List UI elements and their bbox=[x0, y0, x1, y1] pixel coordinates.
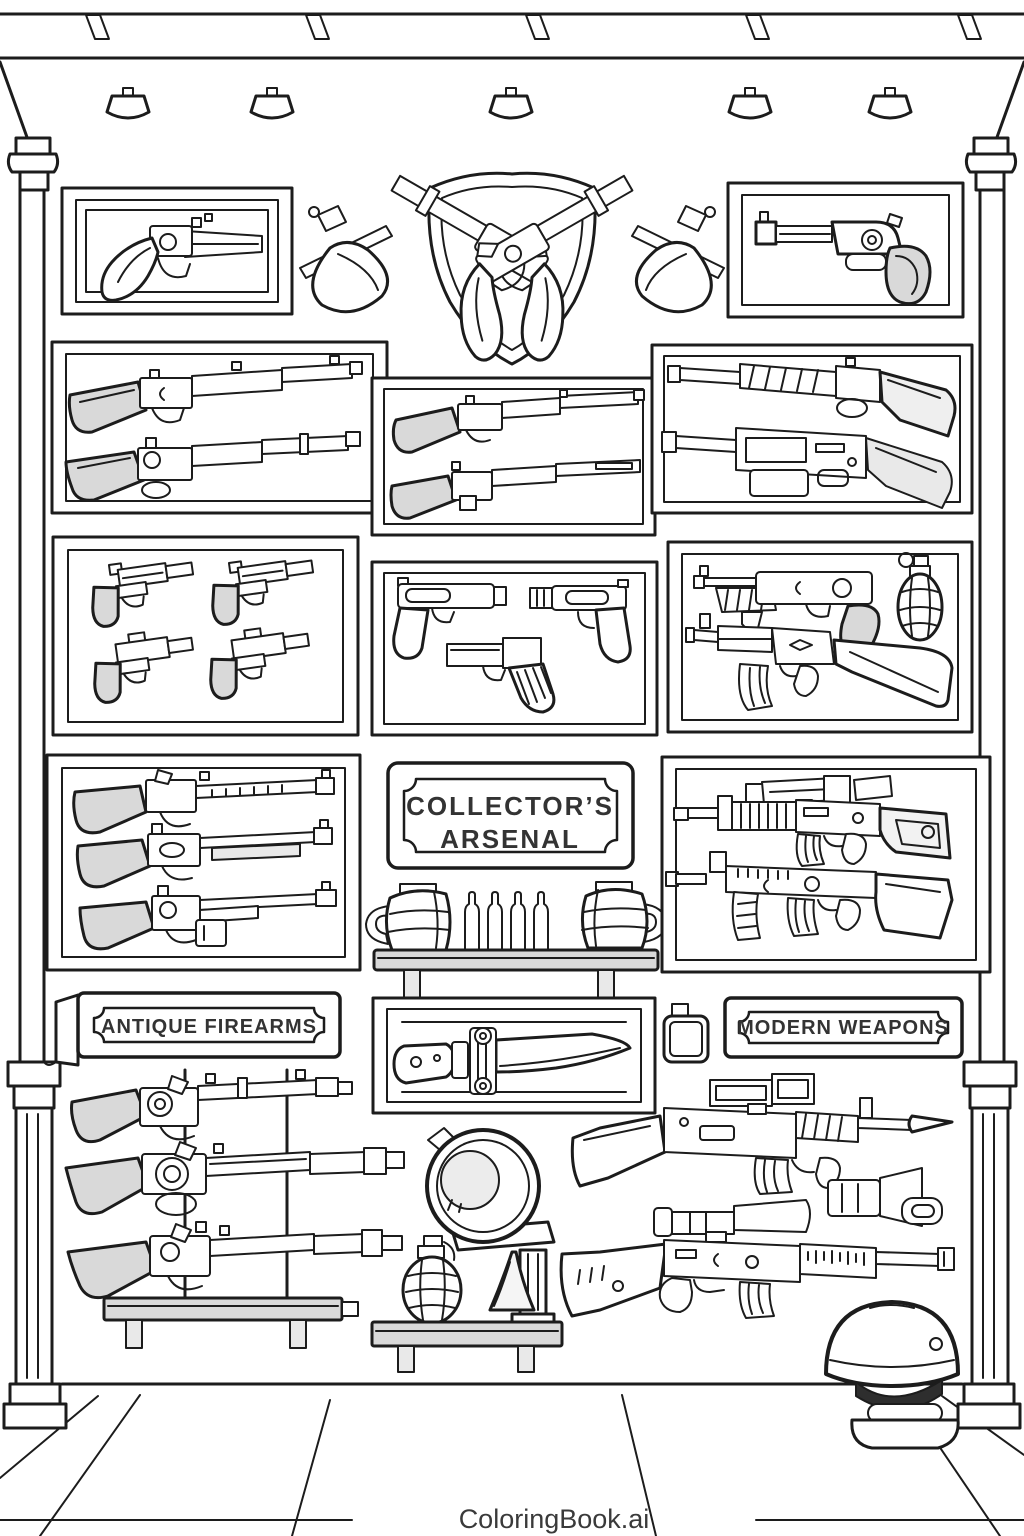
right-pillar bbox=[956, 60, 1024, 1430]
framed-rifle-pair-center bbox=[370, 376, 657, 537]
watermark: ColoringBook.ai bbox=[459, 1504, 650, 1534]
rifle-icon bbox=[64, 431, 361, 502]
display-shelf-left bbox=[102, 1296, 359, 1349]
crossed-flintlock-pistols-shield-plaque bbox=[390, 171, 634, 366]
sign-main-line1: COLLECTOR’S bbox=[406, 791, 614, 821]
scoped-rifle-with-optic bbox=[570, 1073, 954, 1195]
rifle-icon bbox=[72, 769, 335, 835]
antique-pistol-icon bbox=[100, 213, 263, 302]
framed-smg-grenade-and-ak bbox=[666, 540, 974, 734]
shelf-board bbox=[372, 948, 660, 972]
bottle-icon bbox=[487, 891, 503, 951]
antique-firearms-sign: ANTIQUE FIREARMS bbox=[43, 991, 342, 1067]
scoped-assault-rifle-icon bbox=[673, 775, 952, 867]
sign-main-line2: ARSENAL bbox=[440, 824, 580, 854]
bayonet-knife-icon bbox=[392, 1027, 632, 1095]
antique-musket-rack bbox=[64, 1068, 405, 1349]
rifle-icon bbox=[391, 389, 645, 454]
ceiling-molding bbox=[0, 12, 1024, 60]
pistol-icon bbox=[211, 559, 315, 626]
flintlock-pistol-right-icon bbox=[459, 174, 634, 362]
grenade-icon bbox=[401, 1235, 463, 1325]
bottle-icon bbox=[533, 891, 549, 951]
musket-icon bbox=[66, 1221, 403, 1300]
display-shelf-center bbox=[370, 1320, 564, 1373]
rifle-icon bbox=[78, 881, 337, 951]
bottle-icon bbox=[464, 891, 480, 951]
helmet-bowl-icon bbox=[425, 1127, 541, 1244]
framed-pistol-grid-of-four bbox=[51, 535, 360, 737]
left-pillar bbox=[0, 60, 68, 1430]
pistol-icon bbox=[529, 579, 632, 664]
framed-bayonet-knife bbox=[371, 996, 657, 1115]
combat-helmet-stand bbox=[824, 1300, 960, 1450]
framed-rifle-trio bbox=[45, 753, 362, 972]
framed-shotgun-pair-right bbox=[650, 343, 974, 515]
rifle-icon bbox=[67, 355, 363, 434]
musket-icon bbox=[64, 1141, 405, 1216]
rifle-icon bbox=[389, 459, 641, 520]
pump-shotgun-icon bbox=[661, 427, 953, 509]
pistol-icon bbox=[392, 577, 507, 660]
tiled-floor bbox=[0, 1382, 1024, 1536]
left-dagger-icon bbox=[299, 205, 393, 314]
jug-icon bbox=[581, 881, 667, 950]
jug-icon bbox=[365, 883, 452, 952]
hip-flask-icon bbox=[662, 1003, 710, 1064]
lever-rifle-icon bbox=[667, 357, 957, 438]
scoped-sniper-rifle bbox=[559, 1199, 955, 1319]
musket-icon bbox=[70, 1069, 353, 1144]
ceiling-lights bbox=[105, 87, 913, 120]
collectors-arsenal-sign: COLLECTOR’S ARSENAL bbox=[386, 761, 635, 870]
revolver-icon bbox=[754, 211, 932, 306]
grenade-icon bbox=[896, 552, 944, 642]
framed-revolver bbox=[726, 181, 965, 319]
shelf-leg bbox=[403, 969, 421, 999]
right-dagger-icon bbox=[631, 205, 725, 314]
framed-rifle-pair-left bbox=[50, 340, 389, 515]
framed-antique-pistol bbox=[60, 186, 294, 316]
supply-shelf-with-jugs-and-bottles bbox=[365, 881, 667, 999]
spare-scope-and-sling bbox=[827, 1167, 943, 1227]
framed-pistol-trio bbox=[370, 560, 659, 737]
pistol-icon bbox=[93, 631, 194, 704]
framed-assault-rifle-pair bbox=[660, 755, 992, 974]
sign-left-label: ANTIQUE FIREARMS bbox=[101, 1016, 317, 1038]
rifle-icon bbox=[75, 819, 333, 889]
ak-rifle-icon bbox=[685, 613, 954, 711]
pistol-icon bbox=[91, 561, 195, 628]
carbine-rifle-icon bbox=[665, 851, 954, 941]
modern-weapons-sign: MODERN WEAPONS bbox=[723, 996, 964, 1059]
pistol-icon bbox=[209, 627, 310, 700]
pistol-icon bbox=[446, 637, 556, 714]
bottle-icon bbox=[510, 891, 526, 951]
sign-right-label: MODERN WEAPONS bbox=[737, 1017, 949, 1039]
helmet-bowl-on-pedestal bbox=[370, 1127, 564, 1373]
shelf-leg bbox=[597, 969, 615, 999]
